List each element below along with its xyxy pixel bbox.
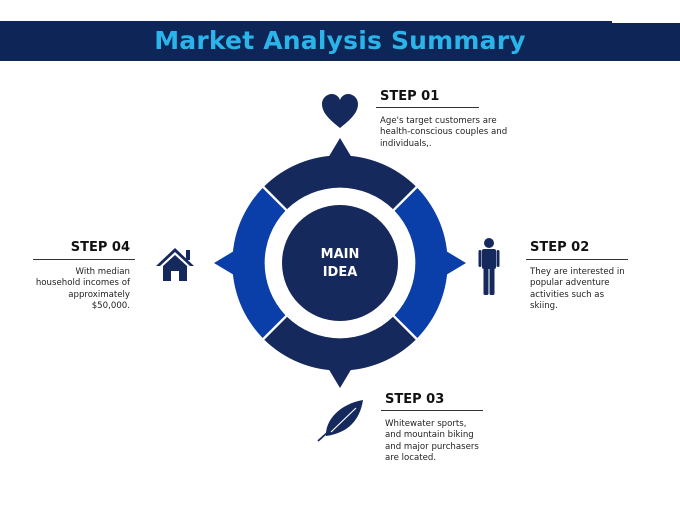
arrow-left xyxy=(214,251,234,275)
step-02-text: They are interested in popular adventure… xyxy=(530,267,625,312)
step-01-title: STEP 01 xyxy=(380,89,440,104)
arrow-right xyxy=(446,251,466,275)
arrow-bottom xyxy=(328,368,352,388)
step-04-title: STEP 04 xyxy=(70,240,130,255)
segment-bottom xyxy=(264,316,416,371)
step-04-rule xyxy=(33,259,135,260)
step-03-text: Whitewater sports, and mountain biking a… xyxy=(385,419,479,464)
leaf-icon xyxy=(317,400,363,442)
step-02-title: STEP 02 xyxy=(530,240,590,255)
step-01-text: Age's target customers are health-consci… xyxy=(380,116,508,149)
header-bar: Market Analysis Summary xyxy=(0,21,680,61)
step-01-rule xyxy=(376,107,479,108)
page-title: Market Analysis Summary xyxy=(154,26,526,55)
arrow-top xyxy=(328,138,352,158)
step-03-title: STEP 03 xyxy=(385,392,445,407)
step-04-text: With median household incomes of approxi… xyxy=(35,267,130,312)
house-icon xyxy=(156,248,194,281)
step-03-rule xyxy=(381,410,483,411)
segment-left xyxy=(232,188,286,338)
step-02-rule xyxy=(526,259,628,260)
center-label-line1: MAIN xyxy=(320,247,360,262)
center-label-line2: IDEA xyxy=(322,265,358,280)
segment-right xyxy=(394,188,448,338)
heart-icon xyxy=(322,94,358,128)
center-circle xyxy=(282,205,398,321)
person-icon xyxy=(478,238,500,295)
center-label: MAIN IDEA xyxy=(290,246,390,282)
segment-top xyxy=(264,155,416,210)
header-accent-strip xyxy=(612,21,680,23)
